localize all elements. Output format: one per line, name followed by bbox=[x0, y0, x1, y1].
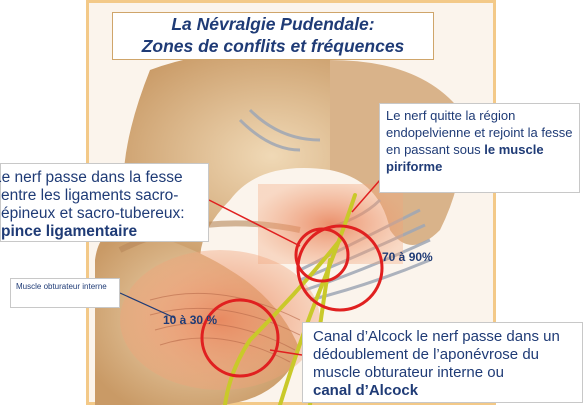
label-obturateur: Muscle obturateur interne bbox=[10, 278, 120, 308]
title-line2: Zones de conflits et fréquences bbox=[113, 35, 433, 57]
annotation-alcock: Canal d’Alcock le nerf passe dans un déd… bbox=[302, 322, 583, 403]
annotation-pince-bold: pince ligamentaire bbox=[1, 223, 137, 240]
title-line1: La Névralgie Pudendale: bbox=[113, 13, 433, 35]
annotation-piriforme-text: Le nerf quitte la région endopelvienne e… bbox=[386, 108, 572, 157]
annotation-pince-ligamentaire: Le nerf passe dans la fesse entre les li… bbox=[0, 163, 209, 242]
annotation-alcock-text: Canal d’Alcock le nerf passe dans un déd… bbox=[313, 328, 560, 381]
annotation-pince-text: Le nerf passe dans la fesse entre les li… bbox=[0, 169, 185, 222]
annotation-alcock-bold: canal d’Alcock bbox=[313, 382, 418, 399]
freq-alcock-label: 10 à 30 % bbox=[163, 313, 217, 327]
annotation-piriforme: Le nerf quitte la région endopelvienne e… bbox=[379, 103, 580, 193]
title-box: La Névralgie Pudendale: Zones de conflit… bbox=[112, 12, 434, 60]
freq-piriforme-label: 70 à 90% bbox=[382, 250, 433, 264]
